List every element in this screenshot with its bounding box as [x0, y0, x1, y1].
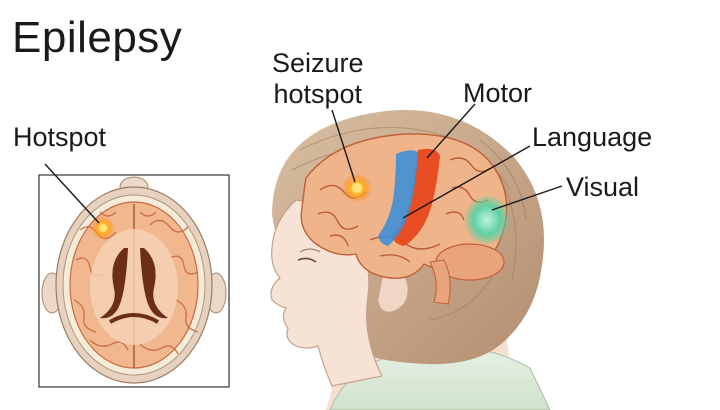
label-language: Language: [532, 122, 652, 153]
label-seizure-line1: Seizure: [272, 48, 364, 79]
page-title: Epilepsy: [12, 16, 182, 60]
seizure-hotspot-core: [352, 183, 362, 193]
child-head: [271, 104, 562, 410]
inset-hotspot-core: [99, 224, 107, 232]
label-visual: Visual: [566, 172, 639, 203]
axial-brain-inset: [39, 164, 229, 387]
white-matter: [90, 229, 178, 345]
label-motor: Motor: [463, 78, 532, 109]
visual-area: [465, 196, 509, 244]
label-seizure-hotspot: Seizure hotspot: [272, 48, 364, 110]
label-hotspot: Hotspot: [13, 122, 106, 153]
label-seizure-line2: hotspot: [272, 79, 364, 110]
